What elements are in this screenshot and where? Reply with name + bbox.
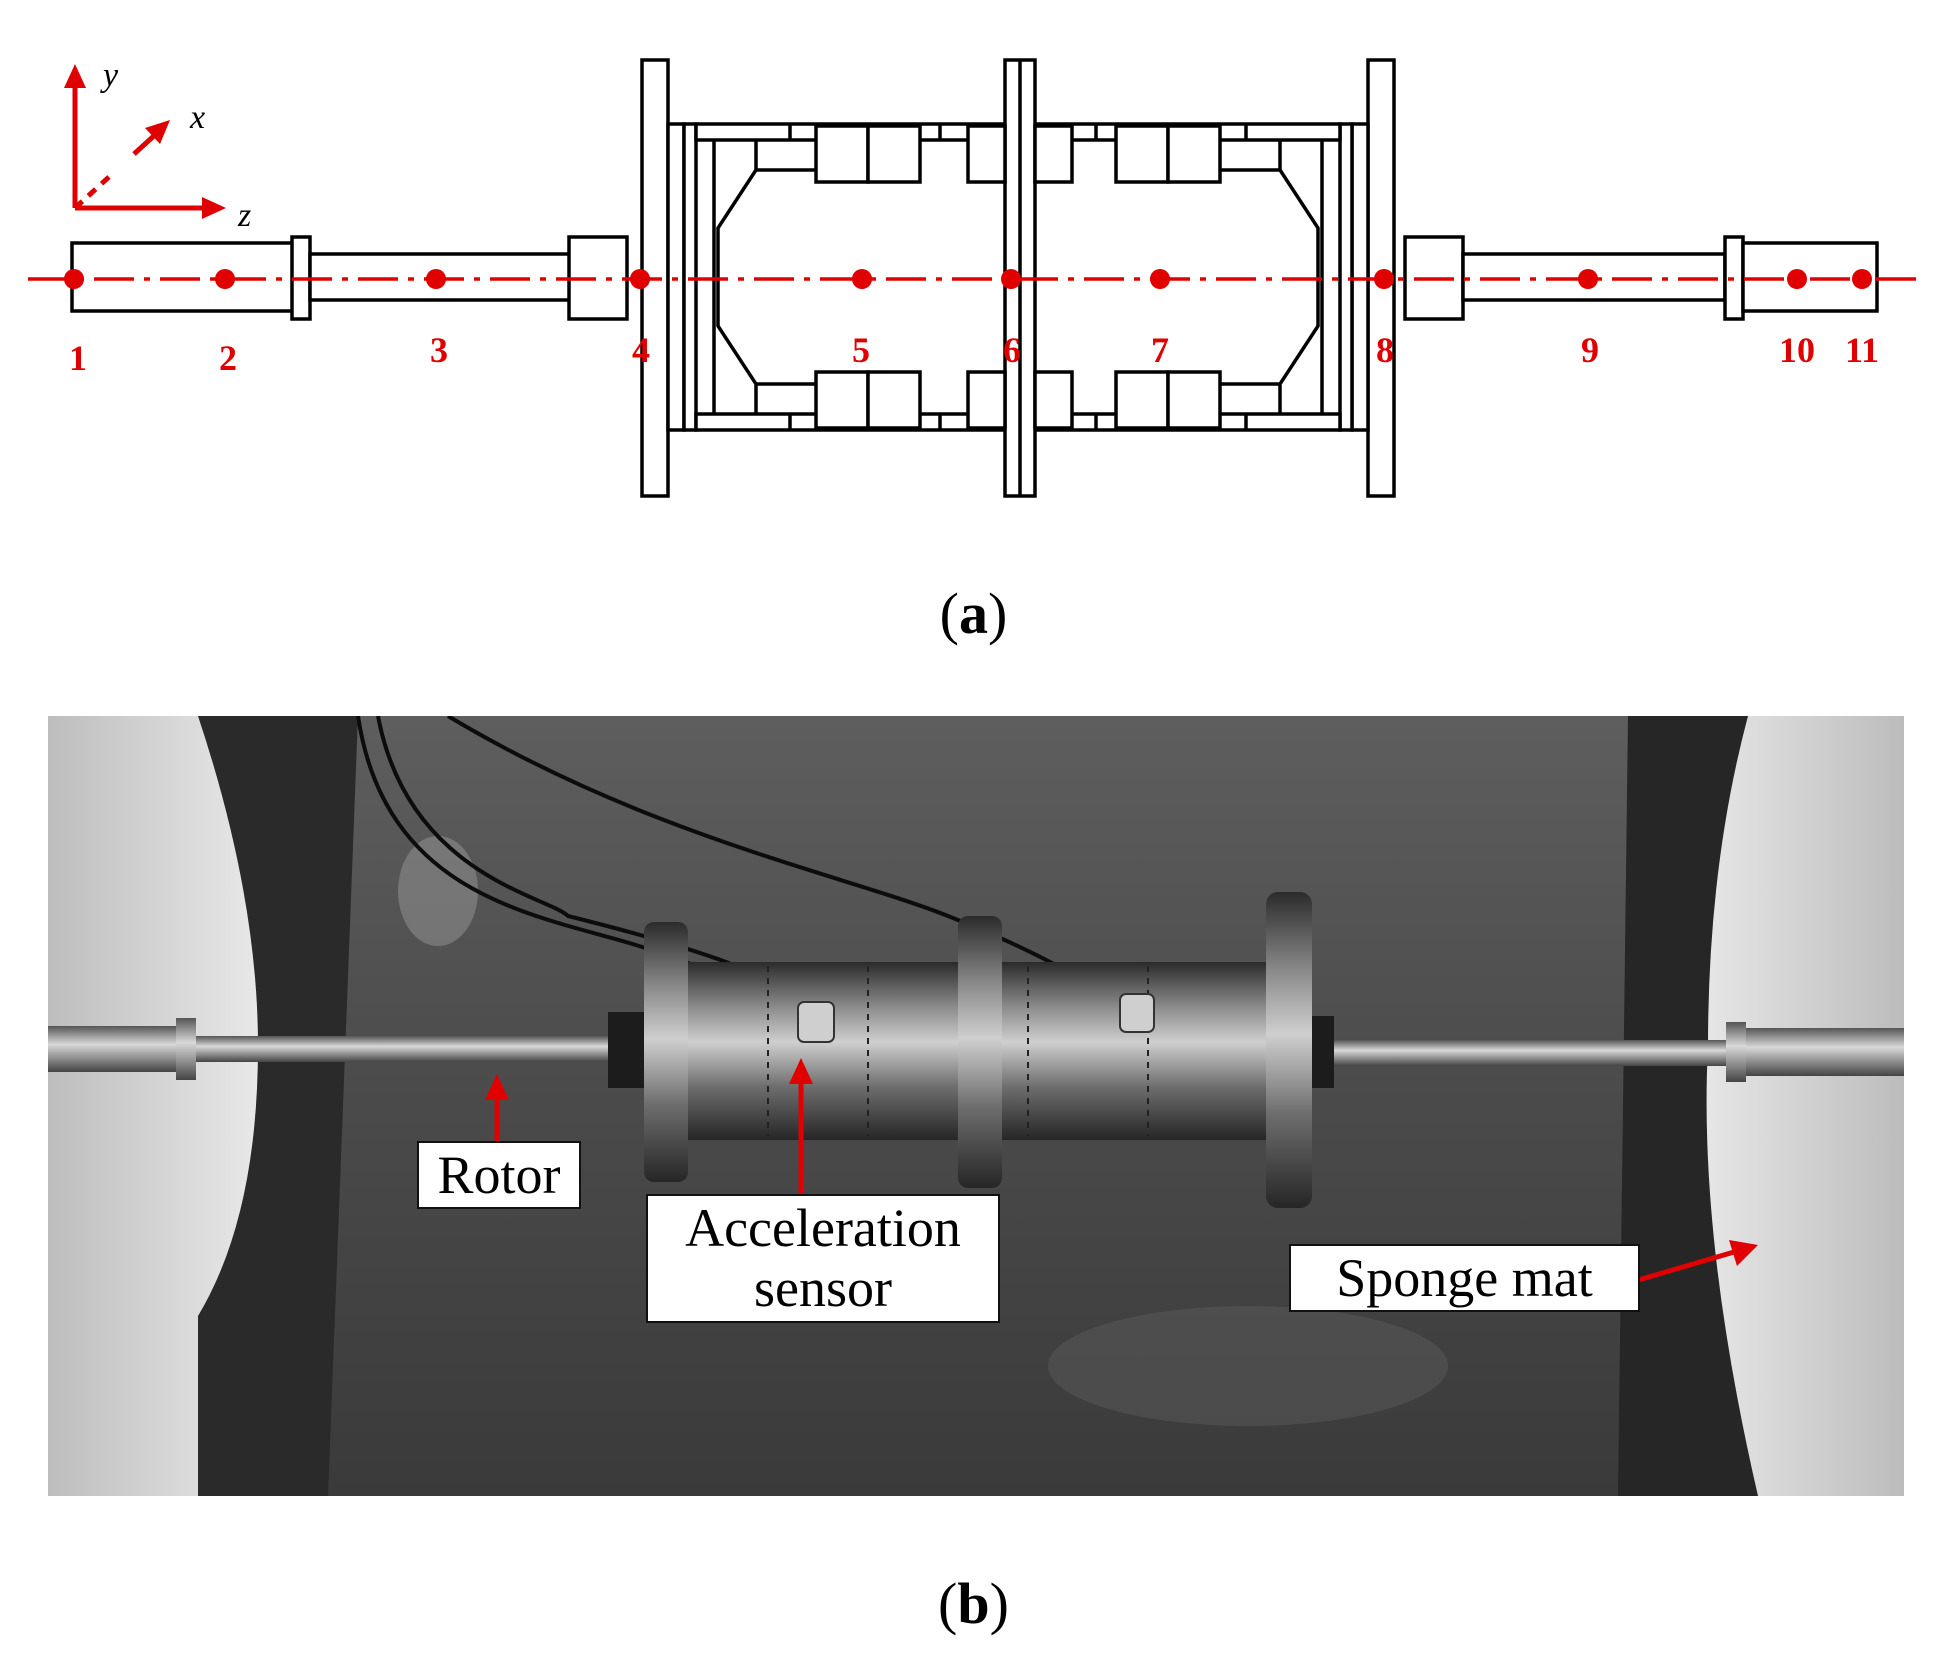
schematic-panel: y x z 1 2 3 4 5 6 7 8 9 10 11 xyxy=(0,0,1947,520)
right-disk-hub-inner xyxy=(1338,122,1354,432)
caption-a: (a) xyxy=(939,581,1008,646)
node-label-8: 8 xyxy=(1376,330,1394,370)
node-point-7 xyxy=(1150,269,1170,289)
node-label-1: 1 xyxy=(69,338,87,378)
node-point-11 xyxy=(1852,269,1872,289)
node-point-9 xyxy=(1578,269,1598,289)
coordinate-axes xyxy=(64,64,226,219)
rotor-schematic: y x z 1 2 3 4 5 6 7 8 9 10 11 xyxy=(28,57,1918,498)
node-point-10 xyxy=(1787,269,1807,289)
node-label-3: 3 xyxy=(430,330,448,370)
node-label-5: 5 xyxy=(852,330,870,370)
node-label-9: 9 xyxy=(1581,330,1599,370)
node-labels: 1 2 3 4 5 6 7 8 9 10 11 xyxy=(69,330,1879,378)
node-label-10: 10 xyxy=(1779,330,1815,370)
node-label-4: 4 xyxy=(632,330,650,370)
node-point-1 xyxy=(64,269,84,289)
node-label-6: 6 xyxy=(1003,330,1021,370)
node-label-7: 7 xyxy=(1151,330,1169,370)
caption-b-letter: b xyxy=(957,1571,990,1636)
node-label-11: 11 xyxy=(1845,330,1879,370)
test-rig-photo xyxy=(48,716,1904,1496)
axis-y-label: y xyxy=(100,57,119,94)
node-point-4 xyxy=(630,269,650,289)
sensor-callout-line2: sensor xyxy=(754,1258,892,1319)
node-label-2: 2 xyxy=(219,338,237,378)
node-point-8 xyxy=(1374,269,1394,289)
left-shaft-end xyxy=(70,241,304,313)
rotor-callout: Rotor xyxy=(417,1141,581,1210)
acceleration-sensor-callout: Acceleration sensor xyxy=(646,1194,1000,1323)
blade-segments-bottom xyxy=(814,370,1222,430)
drum-spacer-ticks xyxy=(788,124,1248,430)
sponge-mat-callout: Sponge mat xyxy=(1289,1244,1640,1313)
node-point-2 xyxy=(215,269,235,289)
sensor-callout-line1: Acceleration xyxy=(685,1198,961,1258)
node-point-6 xyxy=(1001,269,1021,289)
caption-a-letter: a xyxy=(959,581,988,646)
photo-illustration xyxy=(48,716,1904,1496)
drum-inner-profile xyxy=(712,140,1324,414)
node-point-5 xyxy=(852,269,872,289)
left-disk-hub-inner xyxy=(682,122,698,432)
node-points xyxy=(64,269,1872,289)
left-disk-hub xyxy=(666,122,686,432)
node-point-3 xyxy=(426,269,446,289)
axis-z-label: z xyxy=(237,197,251,234)
right-disk-hub xyxy=(1350,122,1370,432)
caption-b: (b) xyxy=(938,1571,1009,1636)
axis-x-label: x xyxy=(189,99,205,136)
blade-segments-top xyxy=(814,124,1222,184)
